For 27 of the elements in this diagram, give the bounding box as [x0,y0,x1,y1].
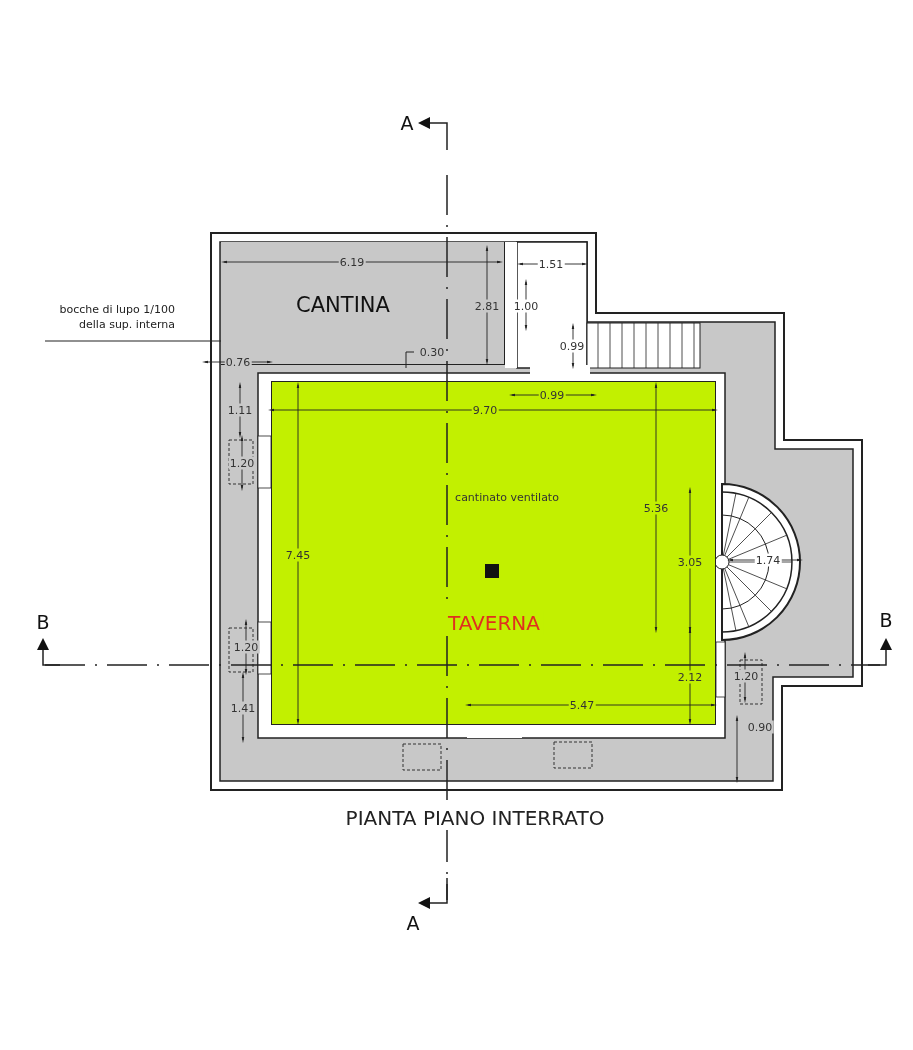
dimension-value: 1.20 [232,640,260,654]
dimension-value: 5.36 [642,501,670,515]
dimension-value: 7.45 [284,548,312,562]
room [271,381,716,725]
dimension-value: 9.70 [471,403,499,417]
dimension-value: 1.00 [512,299,540,313]
room [221,242,505,365]
dimension-value: 2.81 [473,299,501,313]
dimension-value: 0.30 [418,345,446,359]
dimension-value: 0.99 [558,339,586,353]
note-text: bocche di lupo 1/100 della sup. interna [58,302,175,332]
dimension-value: 1.41 [229,701,257,715]
dimension-value: 1.11 [226,403,254,417]
dimension-value: 0.90 [746,720,774,734]
dimension-value: 2.12 [676,670,704,684]
dimension-value: 1.20 [732,669,760,683]
dimension-value: 1.51 [537,257,565,271]
dimension-value: 3.05 [676,555,704,569]
dimension-value: 1.74 [754,553,782,567]
dimension-value: 0.99 [538,388,566,402]
dimension-value: 0.76 [224,355,252,369]
dimension-value: 1.20 [228,456,256,470]
dimension-value: 6.19 [338,255,366,269]
room-note: cantinato ventilato [455,490,559,504]
leader-line [44,340,222,342]
dimension-value: 5.47 [568,698,596,712]
room-name: CANTINA [296,293,390,317]
